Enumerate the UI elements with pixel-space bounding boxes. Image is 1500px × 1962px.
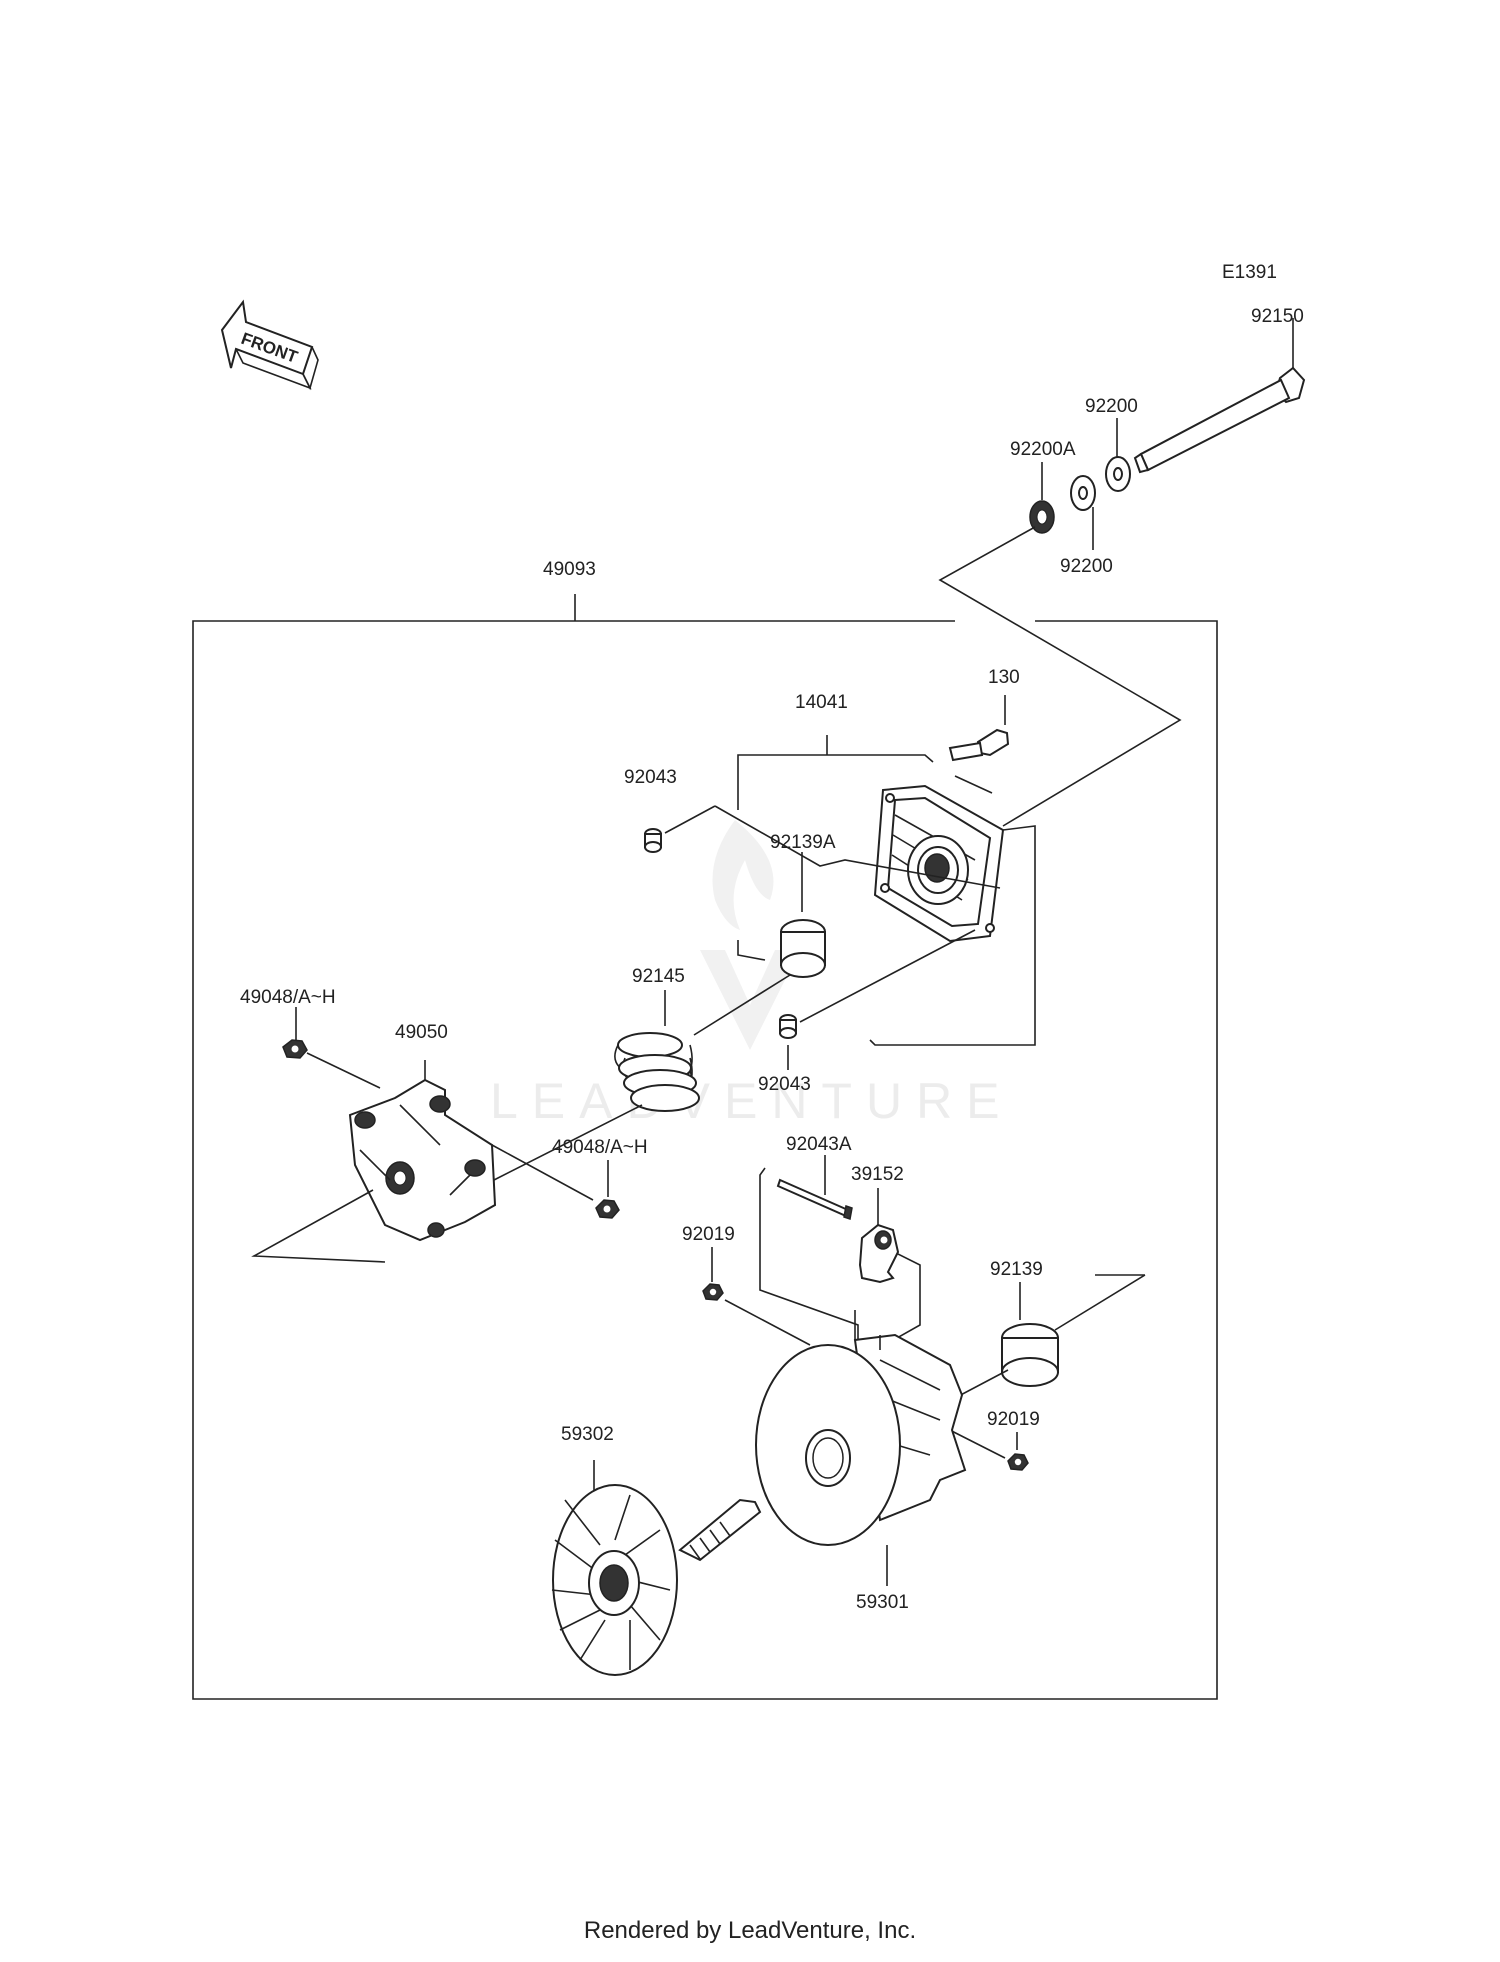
washer-92200a: [1029, 462, 1055, 534]
label-49050: 49050: [395, 1022, 448, 1043]
label-130: 130: [988, 667, 1020, 688]
bushing-92139: [954, 1274, 1146, 1399]
watermark-text: LEADVENTURE: [490, 1073, 1014, 1129]
label-92043-mid: 92043: [758, 1074, 811, 1095]
label-92150: 92150: [1251, 306, 1304, 327]
nut-49048-mid: [595, 1160, 620, 1219]
bushing-92139a: [780, 852, 826, 978]
label-49048-mid: 49048/A~H: [552, 1137, 648, 1158]
label-49048-left: 49048/A~H: [240, 987, 336, 1008]
watermark: LEADVENTURE: [490, 820, 1014, 1129]
label-92019-left: 92019: [682, 1224, 735, 1245]
front-arrow-icon: FRONT: [220, 299, 319, 391]
cover-14041: [873, 784, 1005, 943]
label-59302: 59302: [561, 1424, 614, 1445]
label-92200-bottom: 92200: [1060, 556, 1113, 577]
sheave-59302: [551, 1460, 762, 1676]
washer-92200-bottom: [1070, 475, 1096, 550]
nut-92019-left: [702, 1247, 811, 1346]
pin-92043a: [776, 1155, 853, 1220]
bolt-92150: [1133, 318, 1306, 474]
weight-39152: [858, 1188, 900, 1284]
label-39152: 39152: [851, 1164, 904, 1185]
footer-credit: Rendered by LeadVenture, Inc.: [583, 1917, 917, 1944]
label-92043a: 92043A: [786, 1134, 852, 1155]
dowel-92043-top: [644, 805, 716, 853]
label-92200-top: 92200: [1085, 396, 1138, 417]
assembly-box: [192, 620, 1218, 1700]
label-92019-right: 92019: [987, 1409, 1040, 1430]
label-92139: 92139: [990, 1259, 1043, 1280]
label-92145: 92145: [632, 966, 685, 987]
label-92139a: 92139A: [770, 832, 836, 853]
label-59301: 59301: [856, 1592, 909, 1613]
washer-92200-top: [1105, 418, 1131, 492]
bolt-130: [948, 695, 1010, 762]
diagram-code: E1391: [1222, 262, 1277, 283]
spring-92145: [614, 990, 700, 1112]
label-49093: 49093: [543, 559, 596, 580]
label-14041: 14041: [795, 692, 848, 713]
spider-49050: [348, 1060, 497, 1242]
label-92043-top: 92043: [624, 767, 677, 788]
nut-49048-left: [282, 1007, 381, 1089]
dowel-92043-mid: [779, 929, 976, 1070]
sheave-59301: [755, 1310, 967, 1546]
label-92200a: 92200A: [1010, 439, 1076, 460]
